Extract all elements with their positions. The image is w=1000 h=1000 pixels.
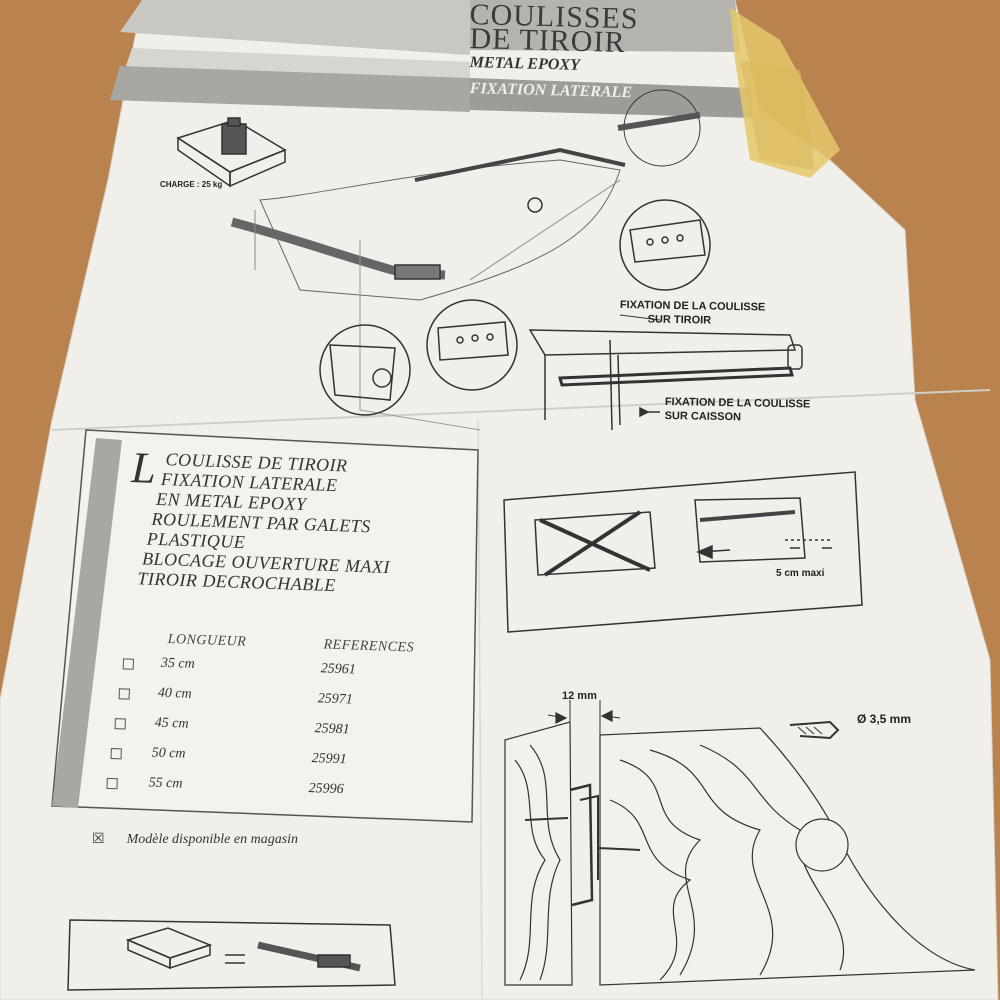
reference-table: LONGUEUR REFERENCES 35 cm 25961 40 cm 25971… bbox=[106, 630, 452, 812]
wood-section-illustration bbox=[504, 700, 976, 986]
drawer-weight-illustration bbox=[176, 117, 287, 188]
charge-label: CHARGE : 25 kg bbox=[160, 180, 223, 189]
row-checkbox[interactable] bbox=[122, 658, 135, 670]
column-references: REFERENCES bbox=[323, 637, 415, 656]
row-reference: 25996 bbox=[308, 780, 344, 798]
reference-rows: 35 cm 25961 40 cm 25971 45 cm 25981 50 cm 25991… bbox=[106, 650, 451, 812]
row-length: 45 cm bbox=[154, 715, 189, 732]
row-checkbox[interactable] bbox=[118, 688, 130, 700]
row-length: 50 cm bbox=[151, 745, 186, 762]
gap-dimension-label: 12 mm bbox=[562, 690, 597, 702]
row-checkbox[interactable] bbox=[114, 718, 126, 730]
row-reference: 25971 bbox=[317, 691, 353, 708]
row-checkbox[interactable] bbox=[110, 748, 122, 760]
drawer-equals-slide-illustration bbox=[67, 919, 396, 991]
spec-box-frame bbox=[51, 429, 479, 823]
subtitle-metal-epoxy: METAL EPOXY bbox=[469, 54, 581, 74]
row-reference: 25961 bbox=[320, 661, 357, 678]
row-length: 55 cm bbox=[148, 775, 183, 792]
column-longueur: LONGUEUR bbox=[167, 631, 247, 650]
availability-note: ☒ Modèle disponible en magasin bbox=[92, 830, 298, 848]
fixation-caisson-line2: SUR CAISSON bbox=[664, 409, 742, 424]
note-checkbox-icon: ☒ bbox=[92, 832, 105, 847]
row-length: 35 cm bbox=[160, 655, 195, 672]
fixation-tiroir-line1: FIXATION DE LA COULISSE bbox=[619, 298, 766, 314]
fixation-tiroir-line2: SUR TIROIR bbox=[647, 313, 712, 327]
drop-cap: L bbox=[130, 443, 157, 493]
note-text: Modèle disponible en magasin bbox=[126, 832, 299, 847]
spec-description: L COULISSE DE TIROIR FIXATION LATERALE E… bbox=[127, 443, 394, 597]
fixation-tiroir-label: FIXATION DE LA COULISSE SUR TIROIR bbox=[620, 298, 766, 329]
row-length: 40 cm bbox=[157, 685, 192, 702]
screw-diameter-label: Ø 3,5 mm bbox=[857, 712, 912, 726]
slide-assembly-illustration bbox=[230, 89, 803, 431]
row-reference: 25991 bbox=[311, 751, 347, 768]
max-opening-label: 5 cm maxi bbox=[776, 568, 825, 579]
row-checkbox[interactable] bbox=[106, 777, 118, 790]
fixation-caisson-label: FIXATION DE LA COULISSE SUR CAISSON bbox=[665, 395, 811, 426]
opening-limit-illustration bbox=[503, 471, 863, 633]
row-reference: 25981 bbox=[314, 721, 350, 738]
